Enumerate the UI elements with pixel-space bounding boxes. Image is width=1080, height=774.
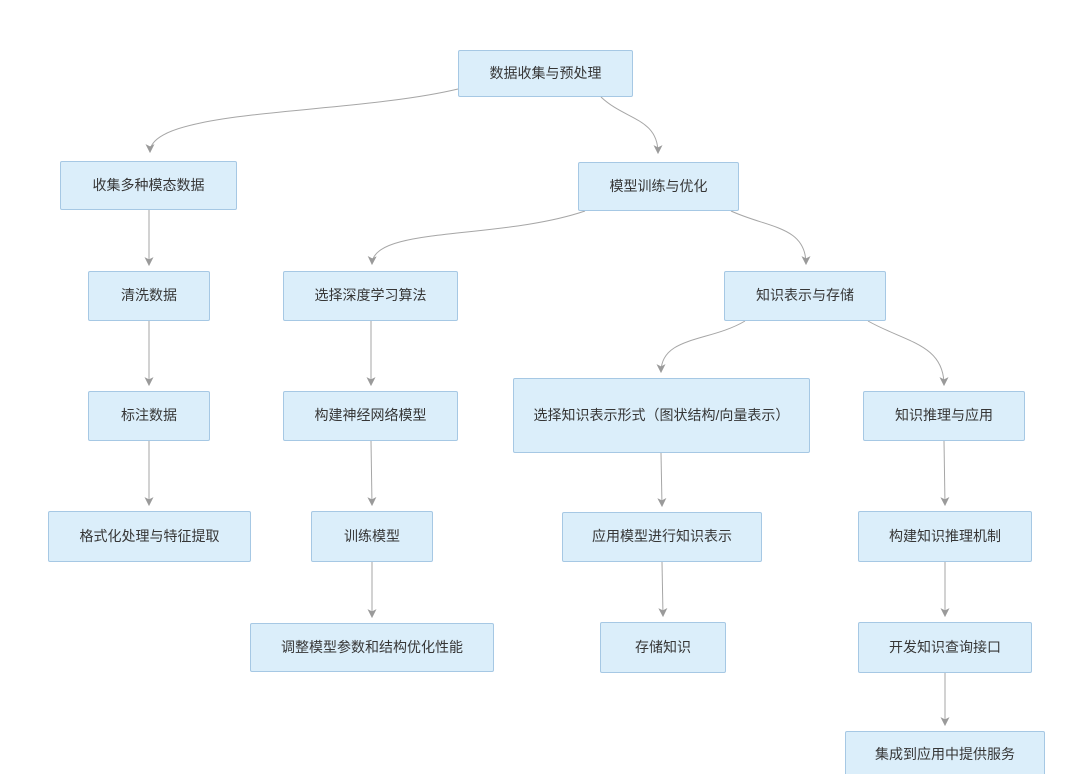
node-format-feature-extract: 格式化处理与特征提取 xyxy=(48,511,251,562)
node-clean-data: 清洗数据 xyxy=(88,271,210,321)
node-build-nn-model: 构建神经网络模型 xyxy=(283,391,458,441)
edge-build-nn-model-to-train-model xyxy=(367,440,377,507)
node-select-kr-form: 选择知识表示形式（图状结构/向量表示） xyxy=(513,378,810,453)
node-collect-multimodal: 收集多种模态数据 xyxy=(60,161,237,210)
node-develop-query-api: 开发知识查询接口 xyxy=(858,622,1032,673)
node-label: 选择深度学习算法 xyxy=(314,287,427,304)
node-train-model: 训练模型 xyxy=(311,511,433,562)
node-label: 开发知识查询接口 xyxy=(889,638,1001,655)
node-label: 模型训练与优化 xyxy=(609,177,708,194)
edge-apply-model-kr-to-store-knowledge xyxy=(658,561,668,618)
node-label: 应用模型进行知识表示 xyxy=(592,528,732,545)
edge-knowledge-represent-store-to-knowledge-reason-apply xyxy=(867,320,949,387)
node-label: 清洗数据 xyxy=(121,287,177,304)
edge-collect-preprocess-to-model-train-optimize xyxy=(600,96,663,155)
node-label: 格式化处理与特征提取 xyxy=(79,527,220,544)
node-tune-params-optimize: 调整模型参数和结构优化性能 xyxy=(250,623,494,672)
edge-model-train-optimize-to-select-dl-algorithm xyxy=(367,210,586,266)
node-annotate-data: 标注数据 xyxy=(88,391,210,441)
node-label: 构建神经网络模型 xyxy=(314,407,427,424)
node-label: 知识表示与存储 xyxy=(756,287,854,304)
node-label: 存储知识 xyxy=(635,638,691,655)
edge-collect-preprocess-to-collect-multimodal xyxy=(145,88,459,154)
edge-knowledge-reason-apply-to-build-reasoning-mechanism xyxy=(940,440,950,507)
edge-model-train-optimize-to-knowledge-represent-store xyxy=(730,210,811,266)
node-label: 标注数据 xyxy=(121,407,177,424)
node-store-knowledge: 存储知识 xyxy=(600,622,726,673)
node-label: 数据收集与预处理 xyxy=(489,64,602,81)
node-apply-model-kr: 应用模型进行知识表示 xyxy=(562,512,762,562)
node-label: 知识推理与应用 xyxy=(895,407,993,424)
node-integrate-app-service: 集成到应用中提供服务 xyxy=(845,731,1045,774)
edge-select-kr-form-to-apply-model-kr xyxy=(657,452,667,508)
node-knowledge-reason-apply: 知识推理与应用 xyxy=(863,391,1025,441)
node-label: 构建知识推理机制 xyxy=(889,527,1001,544)
node-collect-preprocess: 数据收集与预处理 xyxy=(458,50,633,97)
node-label: 调整模型参数和结构优化性能 xyxy=(281,638,463,655)
node-model-train-optimize: 模型训练与优化 xyxy=(578,162,739,211)
node-label: 收集多种模态数据 xyxy=(92,176,205,193)
node-build-reasoning-mechanism: 构建知识推理机制 xyxy=(858,511,1032,562)
node-select-dl-algorithm: 选择深度学习算法 xyxy=(283,271,458,321)
node-label: 选择知识表示形式（图状结构/向量表示） xyxy=(533,406,790,423)
node-knowledge-represent-store: 知识表示与存储 xyxy=(724,271,886,321)
edge-knowledge-represent-store-to-select-kr-form xyxy=(656,320,746,374)
node-label: 集成到应用中提供服务 xyxy=(875,746,1015,763)
node-label: 训练模型 xyxy=(344,527,400,544)
